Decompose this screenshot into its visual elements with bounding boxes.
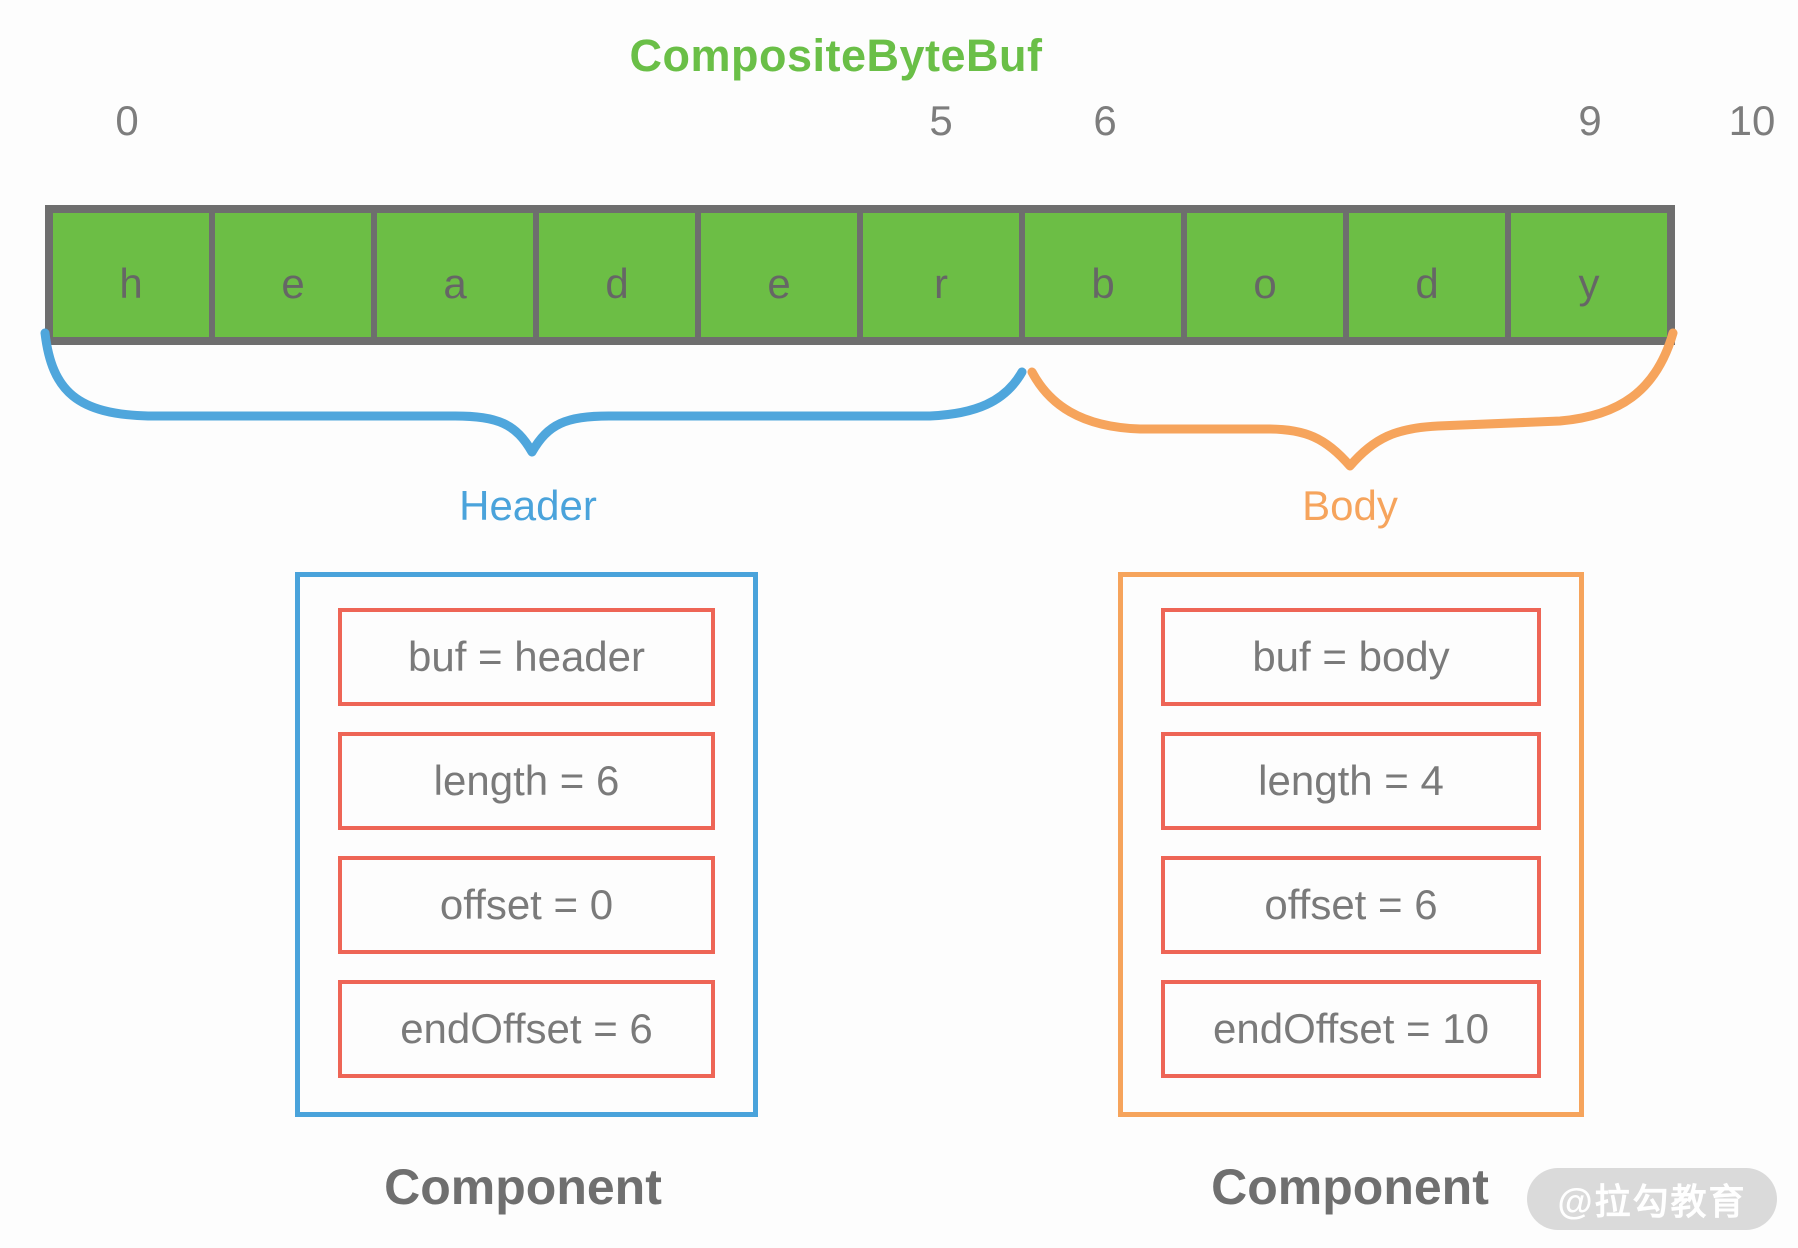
- buffer-cell: y: [1505, 213, 1667, 337]
- index-label-9: 9: [1578, 97, 1602, 144]
- buffer-cell: o: [1181, 213, 1343, 337]
- buffer-cell: e: [695, 213, 857, 337]
- body-region-label: Body: [1302, 482, 1398, 529]
- buffer-cell: e: [209, 213, 371, 337]
- body-length-field: length = 4: [1161, 732, 1541, 830]
- buffer-cell: d: [1343, 213, 1505, 337]
- watermark-badge: @拉勾教育: [1527, 1168, 1777, 1230]
- index-label-6: 6: [1093, 97, 1117, 144]
- index-label-5: 5: [929, 97, 953, 144]
- index-label-10: 10: [1728, 97, 1776, 144]
- header-brace: [40, 328, 1027, 457]
- body-component-caption: Component: [1211, 1159, 1489, 1215]
- header-length-field: length = 6: [338, 732, 715, 830]
- buffer-cell: h: [53, 213, 209, 337]
- buffer-cell: b: [1019, 213, 1181, 337]
- header-endoffset-field: endOffset = 6: [338, 980, 715, 1078]
- body-buf-field: buf = body: [1161, 608, 1541, 706]
- header-region-label: Header: [459, 482, 597, 529]
- byte-buffer-bar: h e a d e r b o d y: [45, 205, 1675, 345]
- buffer-cell: a: [371, 213, 533, 337]
- header-buf-field: buf = header: [338, 608, 715, 706]
- body-component-box: buf = body length = 4 offset = 6 endOffs…: [1118, 572, 1584, 1117]
- body-endoffset-field: endOffset = 10: [1161, 980, 1541, 1078]
- index-label-0: 0: [115, 97, 139, 144]
- body-brace: [1027, 328, 1678, 471]
- body-offset-field: offset = 6: [1161, 856, 1541, 954]
- diagram-title: CompositeByteBuf: [629, 30, 1043, 81]
- buffer-cell: r: [857, 213, 1019, 337]
- header-offset-field: offset = 0: [338, 856, 715, 954]
- header-component-caption: Component: [384, 1159, 662, 1215]
- buffer-cell: d: [533, 213, 695, 337]
- header-component-box: buf = header length = 6 offset = 0 endOf…: [295, 572, 758, 1117]
